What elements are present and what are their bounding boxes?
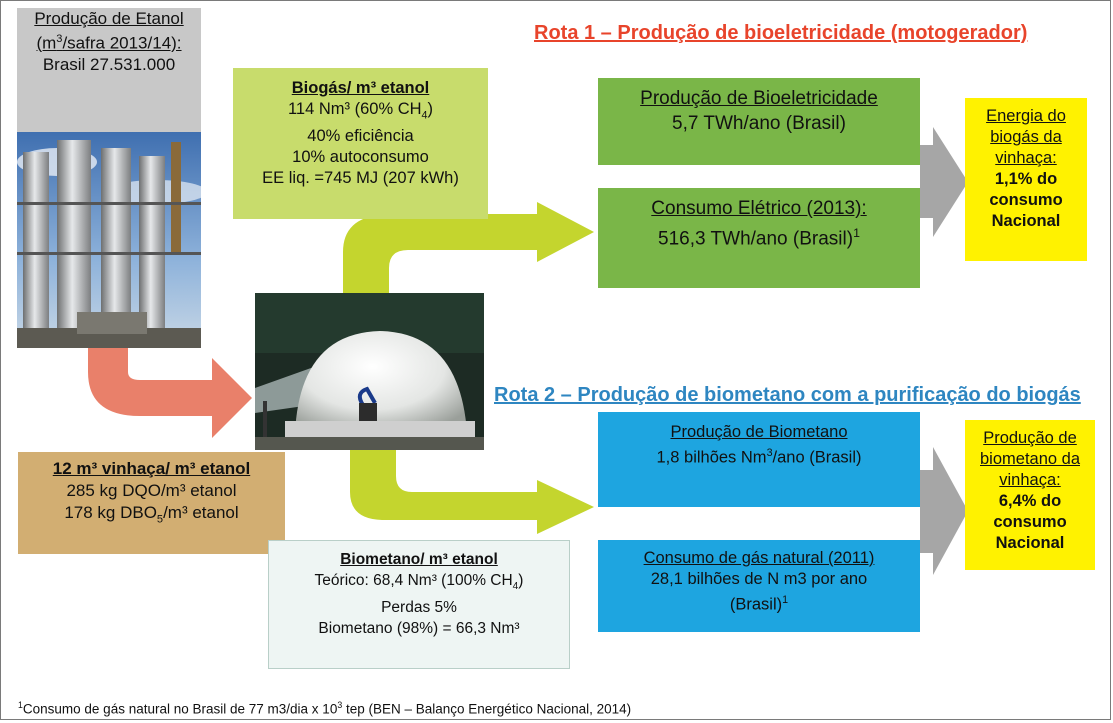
biogas-line1-sub: 4 [421,109,428,122]
biogas-line1: 114 Nm³ (60% CH4) [233,99,488,126]
electric-consumption-box: Consumo Elétrico (2013): 516,3 TWh/ano (… [598,188,920,288]
route-1-title: Rota 1 – Produção de bioeletricidade (mo… [534,22,1028,44]
biomethane-share-l5: consumo [993,513,1067,531]
footnote-marker: 1 [18,700,23,710]
biogas-line1-b: ) [427,100,434,118]
ethanol-title: Produção de Etanol [34,9,184,28]
energy-share-l5: consumo [989,191,1063,209]
biomethane-line3: Biometano (98%) = 66,3 Nm³ [318,620,520,638]
natural-gas-title: Consumo de gás natural (2011) [643,549,875,567]
ethanol-production-box: Produção de Etanol (m3/safra 2013/14): B… [17,8,201,132]
biogas-title: Biogás/ m³ etanol [291,79,430,97]
biomethane-share-l3: vinhaça: [999,471,1061,489]
vinasse-box: 12 m³ vinhaça/ m³ etanol 285 kg DQO/m³ e… [18,452,285,554]
energy-share-l4: 1,1% do [994,170,1058,188]
vinasse-line2: 178 kg DBO5/m³ etanol [18,502,285,530]
biogas-energy-share-box: Energia do biogás da vinhaça: 1,1% do co… [965,98,1087,261]
vinasse-line2-sub: 5 [156,513,164,526]
footnote-text-b: tep (BEN – Balanço Energético Nacional, … [342,701,632,717]
biomethane-share-l4: 6,4% do [998,492,1062,510]
vinasse-line1: 285 kg DQO/m³ etanol [66,481,237,500]
biodigester-photo [255,293,484,450]
biomethane-share-l2: biometano da [980,450,1080,468]
energy-share-l3: vinhaça: [995,149,1057,167]
biomethane-box-title: Biometano/ m³ etanol [340,551,498,568]
biomethane-share-l1: Produção de [983,429,1077,447]
ethanol-value: Brasil 27.531.000 [42,54,176,74]
bioelectricity-production-box: Produção de Bioeletricidade 5,7 TWh/ano … [598,78,920,165]
energy-share-l6: Nacional [991,212,1061,230]
biomethane-production-value: 1,8 bilhões Nm3/ano (Brasil) [598,443,920,469]
ethanol-unit-sup: 3 [56,33,63,45]
natural-gas-line2-text: (Brasil) [729,595,783,614]
biogas-per-m3-box: Biogás/ m³ etanol 114 Nm³ (60% CH4) 40% … [233,68,488,219]
biomethane-line2: Perdas 5% [381,599,457,617]
energy-share-l1: Energia do [986,107,1066,125]
gray-arrow-bottom [920,447,968,575]
natural-gas-line1: 28,1 bilhões de N m3 por ano [650,570,868,588]
gray-arrow-top [920,127,968,237]
electric-consumption-sup: 1 [853,226,860,240]
natural-gas-sup: 1 [782,594,789,606]
biomethane-per-m3-box: Biometano/ m³ etanol Teórico: 68,4 Nm³ (… [268,540,570,669]
lime-arrow-down [350,450,594,534]
biomethane-line1-a: Teórico: 68,4 Nm³ (100% CH [314,572,513,589]
natural-gas-line2: (Brasil)1 [598,590,920,616]
vinasse-line2-a: 178 kg DBO [64,503,157,522]
biomethane-line1-b: ) [518,572,524,589]
vinasse-title: 12 m³ vinhaça/ m³ etanol [52,459,251,478]
biomethane-line1: Teórico: 68,4 Nm³ (100% CH4) [269,570,569,597]
route-2-title: Rota 2 – Produção de biometano com a pur… [494,384,1081,406]
bioelectricity-title: Produção de Bioeletricidade [640,88,878,109]
salmon-arrow [88,348,252,438]
footnote-exponent: 3 [337,700,343,710]
electric-consumption-title: Consumo Elétrico (2013): [651,198,867,219]
energy-share-l2: biogás da [990,128,1062,146]
biomethane-production-value-b: /ano (Brasil) [772,448,862,467]
ethanol-unit-prefix: (m [36,33,57,53]
distillery-photo [17,132,201,348]
bioelectricity-value: 5,7 TWh/ano (Brasil) [672,113,846,134]
biogas-line2: 40% eficiência [307,127,414,146]
biomethane-production-box: Produção de Biometano 1,8 bilhões Nm3/an… [598,412,920,507]
vinasse-line2-b: /m³ etanol [163,503,239,522]
natural-gas-consumption-box: Consumo de gás natural (2011) 28,1 bilhõ… [598,540,920,632]
footnote-text-a: Consumo de gás natural no Brasil de 77 m… [22,701,338,717]
footnote: 1Consumo de gás natural no Brasil de 77 … [18,700,631,717]
biomethane-production-title: Produção de Biometano [670,423,848,441]
biomethane-share-box: Produção de biometano da vinhaça: 6,4% d… [965,420,1095,570]
lime-arrow-up [343,202,594,293]
biomethane-production-value-a: 1,8 bilhões Nm [656,448,767,467]
ethanol-unit-suffix: /safra 2013/14): [62,33,182,53]
biomethane-share-l6: Nacional [995,534,1065,552]
biogas-line3: 10% autoconsumo [292,148,429,167]
biogas-line4: EE liq. =745 MJ (207 kWh) [262,169,459,188]
electric-consumption-value-line: 516,3 TWh/ano (Brasil)1 [598,221,920,251]
biogas-line1-a: 114 Nm³ (60% CH [287,100,422,118]
biomethane-line1-sub: 4 [512,581,519,593]
biomethane-production-sup: 3 [766,447,773,459]
electric-consumption-value: 516,3 TWh/ano (Brasil) [658,228,854,250]
ethanol-unit: (m3/safra 2013/14): [17,29,201,54]
